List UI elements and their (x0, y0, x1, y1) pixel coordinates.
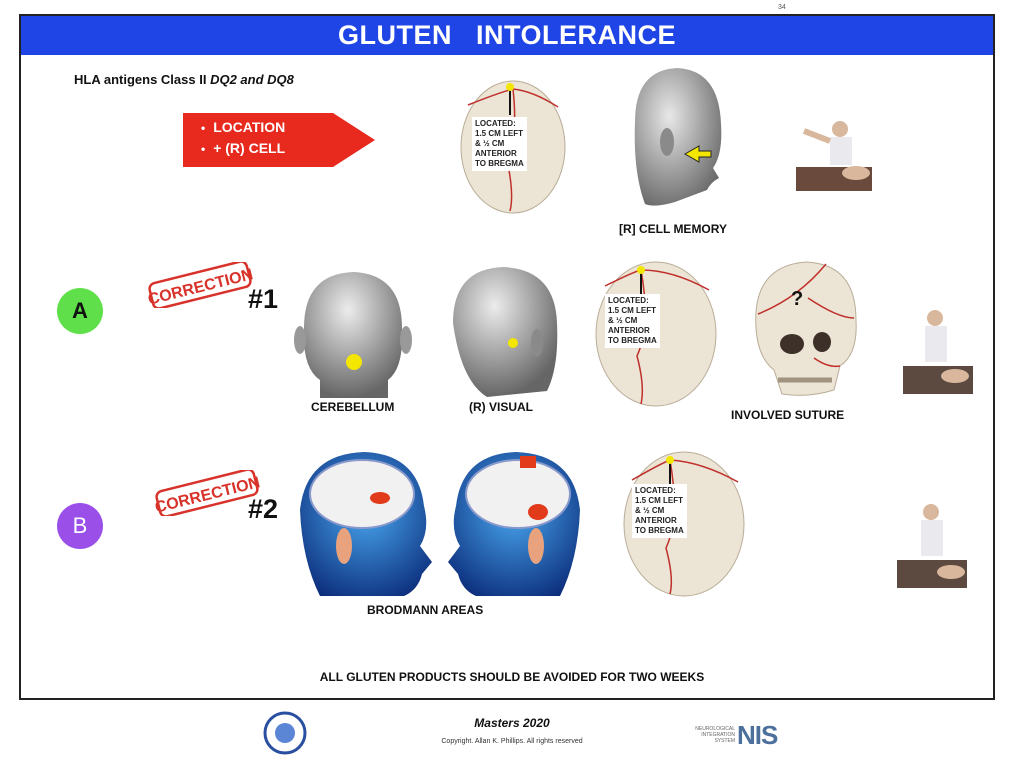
correction-stamp-2: CORRECTION (152, 468, 262, 518)
correction-stamp-1: CORRECTION (145, 260, 255, 310)
skull-note-line: LOCATED: (475, 119, 516, 128)
slide-title: GLUTEN INTOLERANCE (21, 16, 993, 55)
arrow-item-r-cell: + (R) CELL (201, 138, 285, 159)
subtitle: HLA antigens Class II DQ2 and DQ8 (74, 72, 294, 87)
skull-note-line: 1.5 CM LEFT (635, 496, 684, 505)
step-a-badge: A (57, 288, 103, 334)
skull-note-line: LOCATED: (608, 296, 649, 305)
bottom-note: ALL GLUTEN PRODUCTS SHOULD BE AVOIDED FO… (319, 670, 705, 684)
step-a-number: #1 (248, 284, 279, 314)
subtitle-italic: DQ2 and DQ8 (210, 72, 294, 87)
practitioner-photo-3 (897, 498, 967, 588)
head-side-back-view (447, 263, 562, 398)
label-cerebellum: CEREBELLUM (311, 400, 395, 414)
skull-note-line: & ½ CM (635, 506, 665, 515)
label-involved-suture: INVOLVED SUTURE (731, 408, 845, 422)
step-b-badge: B (57, 503, 103, 549)
skull-note-line: TO BREGMA (475, 159, 524, 168)
skull-note-line: 1.5 CM LEFT (608, 306, 657, 315)
skull-top-view-3: LOCATED: 1.5 CM LEFT & ½ CM ANTERIOR TO … (620, 448, 748, 598)
skull-note-line: LOCATED: (635, 486, 676, 495)
neuro-link-logo (262, 710, 308, 756)
skull-involved-suture (748, 258, 860, 400)
skull-note-1: LOCATED: 1.5 CM LEFT & ½ CM ANTERIOR TO … (472, 117, 527, 171)
brodmann-areas-image (300, 450, 580, 598)
skull-note-line: ANTERIOR (475, 149, 517, 158)
practitioner-photo-2 (903, 304, 973, 394)
skull-note-line: 1.5 CM LEFT (475, 129, 524, 138)
skull-note-line: TO BREGMA (635, 526, 684, 535)
head-back-view (292, 268, 414, 398)
footer-copyright: Copyright. Allan K. Phillips. All rights… (441, 738, 583, 745)
subtitle-prefix: HLA antigens Class II (74, 72, 211, 87)
skull-note-2: LOCATED: 1.5 CM LEFT & ½ CM ANTERIOR TO … (605, 294, 660, 348)
nis-logo-small-text: NEUROLOGICAL INTEGRATION SYSTEM (695, 726, 735, 744)
skull-top-view-1: LOCATED: 1.5 CM LEFT & ½ CM ANTERIOR TO … (458, 75, 568, 215)
location-arrow-callout: LOCATION + (R) CELL (183, 113, 375, 167)
step-b-number: #2 (248, 494, 279, 524)
label-brodmann-areas: BRODMANN AREAS (367, 603, 484, 617)
arrow-item-location: LOCATION (201, 117, 285, 138)
nis-logo: NEUROLOGICAL INTEGRATION SYSTEM NIS (683, 712, 783, 756)
skull-note-line: ANTERIOR (608, 326, 650, 335)
head-side-view (615, 62, 735, 212)
skull-top-view-2: LOCATED: 1.5 CM LEFT & ½ CM ANTERIOR TO … (593, 256, 719, 408)
question-mark: ? (791, 288, 804, 310)
slide-frame (19, 14, 995, 700)
label-visual: (R) VISUAL (469, 400, 533, 414)
skull-note-line: & ½ CM (475, 139, 505, 148)
footer-title: Masters 2020 (474, 716, 550, 730)
nis-logo-big-text: NIS (737, 720, 778, 750)
skull-note-line: & ½ CM (608, 316, 638, 325)
skull-note-line: ANTERIOR (635, 516, 677, 525)
label-cell-memory: [R] CELL MEMORY (619, 222, 727, 236)
skull-note-3: LOCATED: 1.5 CM LEFT & ½ CM ANTERIOR TO … (632, 484, 687, 538)
page-number: 34 (778, 4, 786, 11)
practitioner-photo-1 (796, 113, 872, 191)
skull-note-line: TO BREGMA (608, 336, 657, 345)
